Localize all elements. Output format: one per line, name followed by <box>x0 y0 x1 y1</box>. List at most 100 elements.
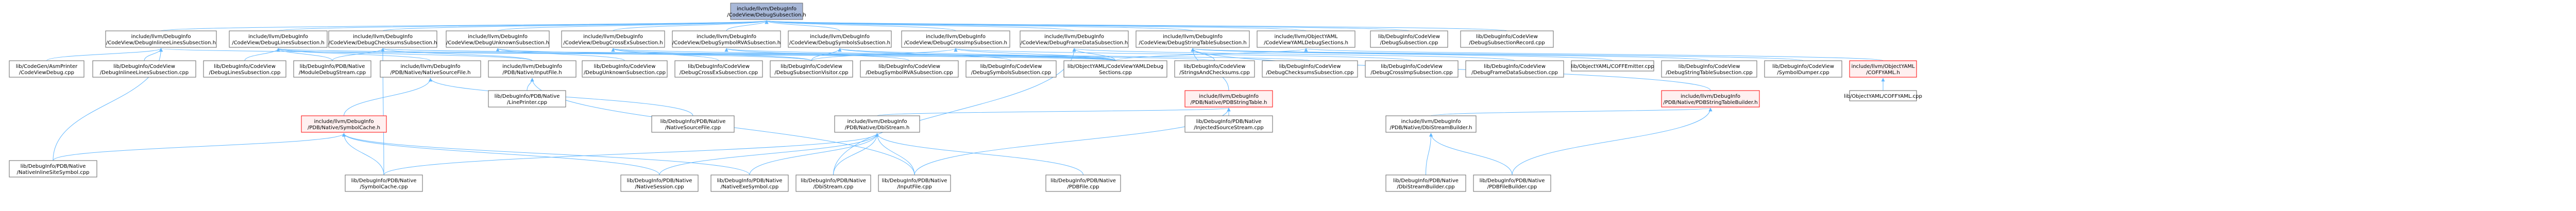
graph-node-pdb-nativeinlinesite-cpp[interactable]: lib/DebugInfo/PDB/Native/NativeInlineSit… <box>9 160 97 178</box>
node-label-line: /CodeViewYAMLDebugSections.h <box>1264 40 1348 46</box>
node-box <box>674 60 763 78</box>
graph-node-pdb-nativeexe-cpp[interactable]: lib/DebugInfo/PDB/Native/NativeExeSymbol… <box>710 174 789 192</box>
node-box <box>488 90 566 108</box>
node-label-line: /DebugCrossImpSubsection.cpp <box>1370 70 1452 76</box>
node-label-line: /PDB/Native/InputFile.h <box>502 70 562 76</box>
graph-node-pdb-pdbstringtable-h[interactable]: include/llvm/DebugInfo/PDB/Native/PDBStr… <box>1184 90 1273 108</box>
graph-node-pdb-symbolcache-cpp[interactable]: lib/DebugInfo/PDB/Native/SymbolCache.cpp <box>345 174 423 192</box>
graph-node-root[interactable]: include/llvm/DebugInfo/CodeView/DebugSub… <box>727 3 806 20</box>
graph-node-stringtable-cpp[interactable]: lib/DebugInfo/CodeView/DebugStringTableS… <box>1661 60 1757 78</box>
graph-node-symbolrva[interactable]: include/llvm/DebugInfo/CodeView/DebugSym… <box>672 30 781 48</box>
node-label-line: lib/DebugInfo/CodeView <box>980 64 1042 69</box>
node-label-line: /DebugFrameDataSubsection.cpp <box>1471 70 1558 76</box>
node-box <box>1465 60 1564 78</box>
graph-node-checksums[interactable]: include/llvm/DebugInfo/CodeView/DebugChe… <box>328 30 437 48</box>
graph-node-stringsandchecksums-cpp[interactable]: lib/DebugInfo/CodeView/StringsAndChecksu… <box>1174 60 1255 78</box>
graph-node-stringtable[interactable]: include/llvm/DebugInfo/CodeView/DebugStr… <box>1136 30 1250 48</box>
graph-node-objectyaml-coff-cpp[interactable]: lib/ObjectYAML/COFFEmitter.cpp <box>1571 60 1654 72</box>
graph-node-pdb-linenumbers-cpp[interactable]: lib/DebugInfo/PDB/Native/LinePrinter.cpp <box>488 90 566 108</box>
edge-pdb-dbistream-h-to-pdb-inputfile-cpp <box>875 133 915 175</box>
graph-node-pdb-nativesession-cpp[interactable]: lib/DebugInfo/PDB/Native/NativeSession.c… <box>620 174 699 192</box>
node-label-line: lib/DebugInfo/CodeView <box>214 64 276 69</box>
graph-node-symbolrva-cpp[interactable]: lib/DebugInfo/CodeView/DebugSymbolRVASub… <box>860 60 959 78</box>
node-label-line: lib/ObjectYAML/COFFYAML.cpp <box>1844 94 1922 99</box>
node-label-line: /CodeView/DebugUnknownSubsection.h <box>446 40 549 46</box>
edge-root-to-crossex <box>613 20 769 31</box>
graph-node-pdb-inputfile-cpp[interactable]: lib/DebugInfo/PDB/Native/InputFile.cpp <box>878 174 951 192</box>
graph-node-pdb-injectedsource-cpp[interactable]: lib/DebugInfo/PDB/Native/InjectedSourceS… <box>1184 115 1273 133</box>
graph-node-crossimp-cpp[interactable]: lib/DebugInfo/CodeView/DebugCrossImpSubs… <box>1365 60 1459 78</box>
node-label-line: lib/DebugInfo/PDB/Native <box>882 178 947 184</box>
node-label-line: /CodeViewDebug.cpp <box>19 70 74 76</box>
node-label-line: include/llvm/DebugInfo <box>131 34 191 40</box>
graph-node-pdb-dbistreambuilder-h[interactable]: include/llvm/DebugInfo/PDB/Native/DbiStr… <box>1385 115 1477 133</box>
node-box <box>788 30 892 48</box>
edge-pdb-symbolcache-h-to-pdb-nativeinlinesite-cpp <box>53 133 346 161</box>
node-box <box>1174 60 1255 78</box>
graph-node-coff-yaml-cpp[interactable]: lib/ObjectYAML/COFFYAML.cpp <box>1844 90 1922 101</box>
graph-node-checksums-cpp[interactable]: lib/DebugInfo/CodeView/DebugChecksumsSub… <box>1262 60 1358 78</box>
graph-node-subsection-cpp[interactable]: lib/DebugInfo/CodeView/DebugSubsection.c… <box>1370 30 1448 48</box>
graph-node-framedata-cpp[interactable]: lib/DebugInfo/CodeView/DebugFrameDataSub… <box>1465 60 1564 78</box>
graph-node-unknown-cpp[interactable]: lib/DebugInfo/CodeView/DebugUnknownSubse… <box>582 60 668 78</box>
node-label-line: lib/DebugInfo/PDB/Native <box>717 178 783 184</box>
graph-node-symbols-cpp[interactable]: lib/DebugInfo/CodeView/DebugSymbolsSubse… <box>965 60 1057 78</box>
graph-node-lines[interactable]: include/llvm/DebugInfo/CodeView/DebugLin… <box>229 30 328 48</box>
graph-node-pdb-nativesourcefile-h[interactable]: include/llvm/DebugInfo/PDB/Native/Native… <box>380 60 481 78</box>
graph-node-crossex-cpp[interactable]: lib/DebugInfo/CodeView/DebugCrossExSubse… <box>674 60 763 78</box>
graph-node-inlinees[interactable]: include/llvm/DebugInfo/CodeView/DebugInl… <box>105 30 217 48</box>
node-label-line: lib/DebugInfo/PDB/Native <box>300 64 365 69</box>
node-label-line: lib/DebugInfo/CodeView <box>688 64 750 69</box>
graph-node-yamlsections[interactable]: include/llvm/ObjectYAML/CodeViewYAMLDebu… <box>1257 30 1355 48</box>
node-label-line: /DebugUnknownSubsection.cpp <box>584 70 666 76</box>
node-label-line: /NativeExeSymbol.cpp <box>721 184 778 190</box>
graph-node-pdb-dbistream-cpp[interactable]: lib/DebugInfo/PDB/Native/DbiStream.cpp <box>795 174 871 192</box>
node-label-line: /PDBFileBuilder.cpp <box>1487 184 1537 190</box>
graph-node-framedata[interactable]: include/llvm/DebugInfo/CodeView/DebugFra… <box>1020 30 1129 48</box>
node-label-line: /InjectedSourceStream.cpp <box>1194 125 1263 131</box>
edge-inlinees-to-inlinees-cpp <box>144 48 163 61</box>
graph-node-subsectionrecord-cpp[interactable]: lib/DebugInfo/CodeView/DebugSubsectionRe… <box>1460 30 1554 48</box>
graph-node-yamlsections-cpp[interactable]: lib/ObjectYAML/CodeViewYAMLDebugSections… <box>1063 60 1167 78</box>
graph-node-pdb-modstream[interactable]: lib/DebugInfo/PDB/Native/ModuleDebugStre… <box>293 60 371 78</box>
node-label-line: /DebugStringTableSubsection.cpp <box>1666 70 1752 76</box>
node-box <box>1849 60 1917 78</box>
node-label-line: /CodeView/DebugSubsection.h <box>727 12 806 18</box>
node-label-line: lib/CodeGen/AsmPrinter <box>16 64 78 69</box>
node-label-line: /PDB/Native/SymbolCache.h <box>308 125 380 131</box>
edge-stringtable-to-symboldumper-cpp <box>1191 48 1804 61</box>
graph-node-inlinees-cpp[interactable]: lib/DebugInfo/CodeView/DebugInlineeLines… <box>92 60 196 78</box>
graph-node-symbols[interactable]: include/llvm/DebugInfo/CodeView/DebugSym… <box>788 30 892 48</box>
node-label-line: /DebugSubsectionVisitor.cpp <box>774 70 848 76</box>
node-label-line: lib/DebugInfo/PDB/Native <box>801 178 866 184</box>
graph-node-pdb-dbistream-h[interactable]: include/llvm/DebugInfo/PDB/Native/DbiStr… <box>834 115 920 133</box>
node-label-line: lib/DebugInfo/PDB/Native <box>351 178 417 184</box>
graph-node-pdb-symbolcache-h[interactable]: include/llvm/DebugInfo/PDB/Native/Symbol… <box>301 115 387 133</box>
graph-node-symboldumper-cpp[interactable]: lib/DebugInfo/CodeView/SymbolDumper.cpp <box>1764 60 1842 78</box>
graph-node-pdb-stringtablebuilder-h[interactable]: include/llvm/DebugInfo/PDB/Native/PDBStr… <box>1661 90 1760 108</box>
node-box <box>620 174 699 192</box>
node-label-line: /PDB/Native/NativeSourceFile.h <box>390 70 470 76</box>
graph-node-coff-yaml-h[interactable]: include/llvm/ObjectYAML/COFFYAML.h <box>1849 60 1917 78</box>
node-label-line: include/llvm/DebugInfo <box>1044 34 1104 40</box>
edge-pdb-symbolcache-h-to-pdb-symbolcache-cpp <box>342 133 384 175</box>
graph-node-crossimp[interactable]: include/llvm/DebugInfo/CodeView/DebugCro… <box>901 30 1010 48</box>
graph-node-pdb-pdbfilebuilder-cpp[interactable]: lib/DebugInfo/PDB/Native/PDBFileBuilder.… <box>1473 174 1551 192</box>
graph-node-unknown[interactable]: include/llvm/DebugInfo/CodeView/DebugUnk… <box>446 30 550 48</box>
node-box <box>770 60 853 78</box>
node-box <box>1385 115 1477 133</box>
graph-node-lines-cpp[interactable]: lib/DebugInfo/CodeView/DebugLinesSubsect… <box>203 60 286 78</box>
graph-node-visitor-cpp[interactable]: lib/DebugInfo/CodeView/DebugSubsectionVi… <box>770 60 853 78</box>
graph-node-pdb-dbistreambuilder-cpp[interactable]: lib/DebugInfo/PDB/Native/DbiStreamBuilde… <box>1385 174 1466 192</box>
node-box <box>1571 60 1654 72</box>
graph-node-codegen-cvdebug[interactable]: lib/CodeGen/AsmPrinter/CodeViewDebug.cpp <box>9 60 84 78</box>
edge-symbolrva-to-symbolrva-cpp <box>724 48 910 61</box>
edge-crossex-to-yamlsections-cpp <box>612 48 1116 61</box>
node-box <box>488 60 577 78</box>
graph-node-crossex[interactable]: include/llvm/DebugInfo/CodeView/DebugCro… <box>561 30 665 48</box>
node-label-line: lib/DebugInfo/CodeView <box>1279 64 1341 69</box>
node-label-line: lib/DebugInfo/PDB/Native <box>627 178 692 184</box>
graph-node-pdb-inputfile-h[interactable]: include/llvm/DebugInfo/PDB/Native/InputF… <box>488 60 577 78</box>
graph-node-pdb-nativesourcefile-cpp[interactable]: lib/DebugInfo/PDB/Native/NativeSourceFil… <box>651 115 735 133</box>
graph-node-pdb-pdbfile-cpp[interactable]: lib/DebugInfo/PDB/Native/PDBFile.cpp <box>1045 174 1121 192</box>
